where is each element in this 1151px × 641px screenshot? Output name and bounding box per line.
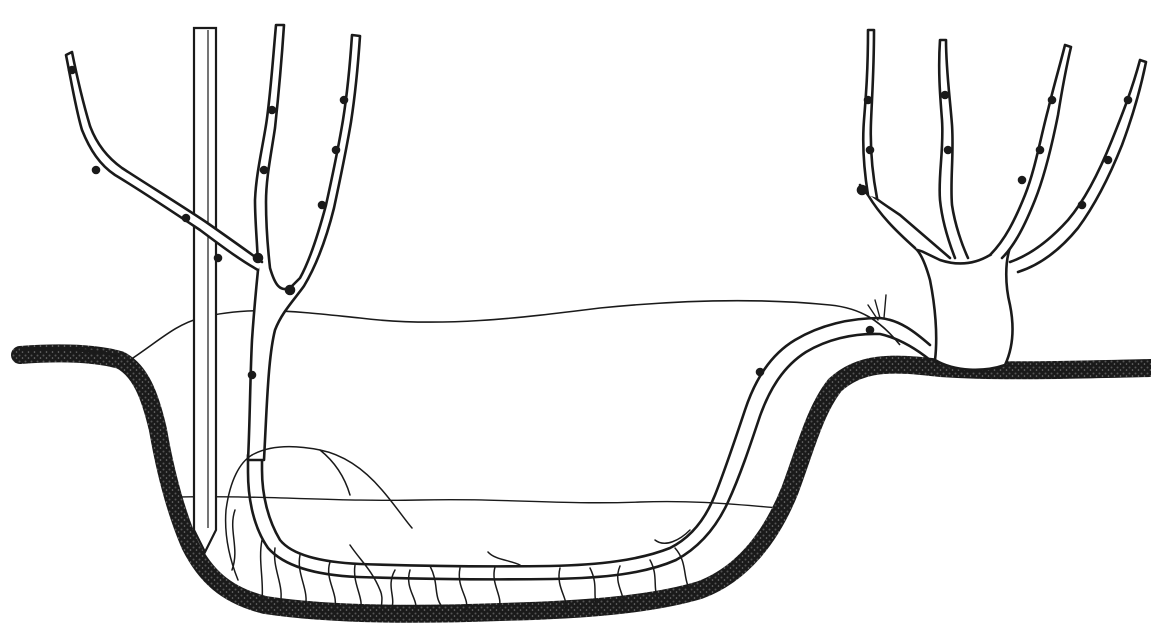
ground-surface xyxy=(20,353,1150,613)
mound-outline xyxy=(130,301,900,360)
support-stake xyxy=(194,28,216,552)
trench xyxy=(20,349,1150,613)
root-mass xyxy=(226,447,695,615)
mother-vine xyxy=(858,30,1146,370)
layered-cane xyxy=(248,295,930,579)
